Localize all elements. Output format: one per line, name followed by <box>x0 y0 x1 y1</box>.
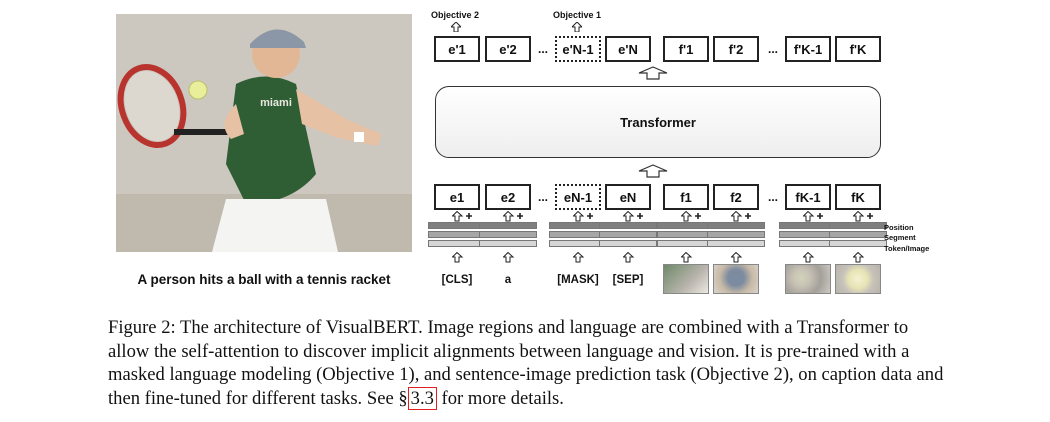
objective-2-arrow-icon <box>451 22 461 32</box>
output-token: f'1 <box>663 36 709 62</box>
section-ref-link[interactable]: 3.3 <box>407 386 437 410</box>
region-thumbnail <box>785 264 831 294</box>
segment-embedding <box>707 231 765 238</box>
ellipsis: ... <box>537 42 548 56</box>
segment-embedding <box>829 231 887 238</box>
region-thumbnail <box>713 264 759 294</box>
output-token: f'K-1 <box>785 36 831 62</box>
segment-embedding <box>599 231 657 238</box>
input-token: e2 <box>485 184 531 210</box>
input-token: e1 <box>434 184 480 210</box>
photo-caption: A person hits a ball with a tennis racke… <box>137 272 391 287</box>
sum-arrow-icon <box>681 211 701 222</box>
position-embedding <box>428 222 486 229</box>
region-thumbnail <box>835 264 881 294</box>
ellipsis: ... <box>537 190 548 204</box>
word-a: a <box>504 274 512 286</box>
input-token: f1 <box>663 184 709 210</box>
visualbert-figure: miami A person hits a ball with a tennis… <box>116 10 930 294</box>
input-token-masked: eN-1 <box>555 184 601 210</box>
position-embedding <box>599 222 657 229</box>
token-image-embedding <box>599 240 657 247</box>
word-sep: [SEP] <box>612 274 644 286</box>
caption-suffix: for more details. <box>436 387 564 409</box>
input-token: f2 <box>713 184 759 210</box>
sum-arrow-icon <box>573 211 593 222</box>
input-arrow-icon <box>853 252 865 263</box>
position-embedding <box>479 222 537 229</box>
output-token: e'1 <box>434 36 480 62</box>
objective-2-label: Objective 2 <box>430 10 480 20</box>
region-thumbnail <box>663 264 709 294</box>
token-image-embedding <box>428 240 486 247</box>
position-embedding <box>707 222 765 229</box>
token-image-label: Token/Image <box>884 244 930 253</box>
sum-arrow-icon <box>731 211 751 222</box>
output-token: f'2 <box>713 36 759 62</box>
input-arrow-icon <box>731 252 743 263</box>
output-token: f'K <box>835 36 881 62</box>
sum-arrow-icon <box>853 211 873 222</box>
sum-arrow-icon <box>623 211 643 222</box>
word-mask: [MASK] <box>557 274 599 286</box>
sum-arrow-icon <box>803 211 823 222</box>
segment-embedding <box>428 231 486 238</box>
output-token: e'2 <box>485 36 531 62</box>
sum-arrow-icon <box>452 211 472 222</box>
input-arrow-icon <box>503 252 515 263</box>
sum-arrow-icon <box>503 211 523 222</box>
transformer-block: Transformer <box>435 86 881 158</box>
input-token: fK-1 <box>785 184 831 210</box>
figure-caption: Figure 2: The architecture of VisualBERT… <box>108 316 948 410</box>
word-cls: [CLS] <box>441 274 473 286</box>
position-embedding <box>829 222 887 229</box>
caption-text: Figure 2: The architecture of VisualBERT… <box>108 317 944 409</box>
tennis-photo: miami <box>116 14 412 252</box>
ellipsis: ... <box>767 42 778 56</box>
output-token: e'N <box>605 36 651 62</box>
token-image-embedding <box>829 240 887 247</box>
segment-label: Segment <box>884 233 916 242</box>
shirt-logo-text: miami <box>260 97 292 109</box>
ellipsis: ... <box>767 190 778 204</box>
input-arrow-icon <box>452 252 464 263</box>
token-image-embedding <box>707 240 765 247</box>
input-arrow-icon <box>803 252 815 263</box>
transformer-input-arrow-icon <box>638 164 668 178</box>
input-arrow-icon <box>623 252 635 263</box>
objective-1-label: Objective 1 <box>552 10 602 20</box>
output-token-masked: e'N-1 <box>555 36 601 62</box>
token-image-embedding <box>479 240 537 247</box>
segment-embedding <box>479 231 537 238</box>
input-token: fK <box>835 184 881 210</box>
input-token: eN <box>605 184 651 210</box>
position-label: Position <box>884 223 914 232</box>
objective-1-arrow-icon <box>572 22 582 32</box>
transformer-output-arrow-icon <box>638 66 668 80</box>
input-arrow-icon <box>573 252 585 263</box>
input-arrow-icon <box>681 252 693 263</box>
